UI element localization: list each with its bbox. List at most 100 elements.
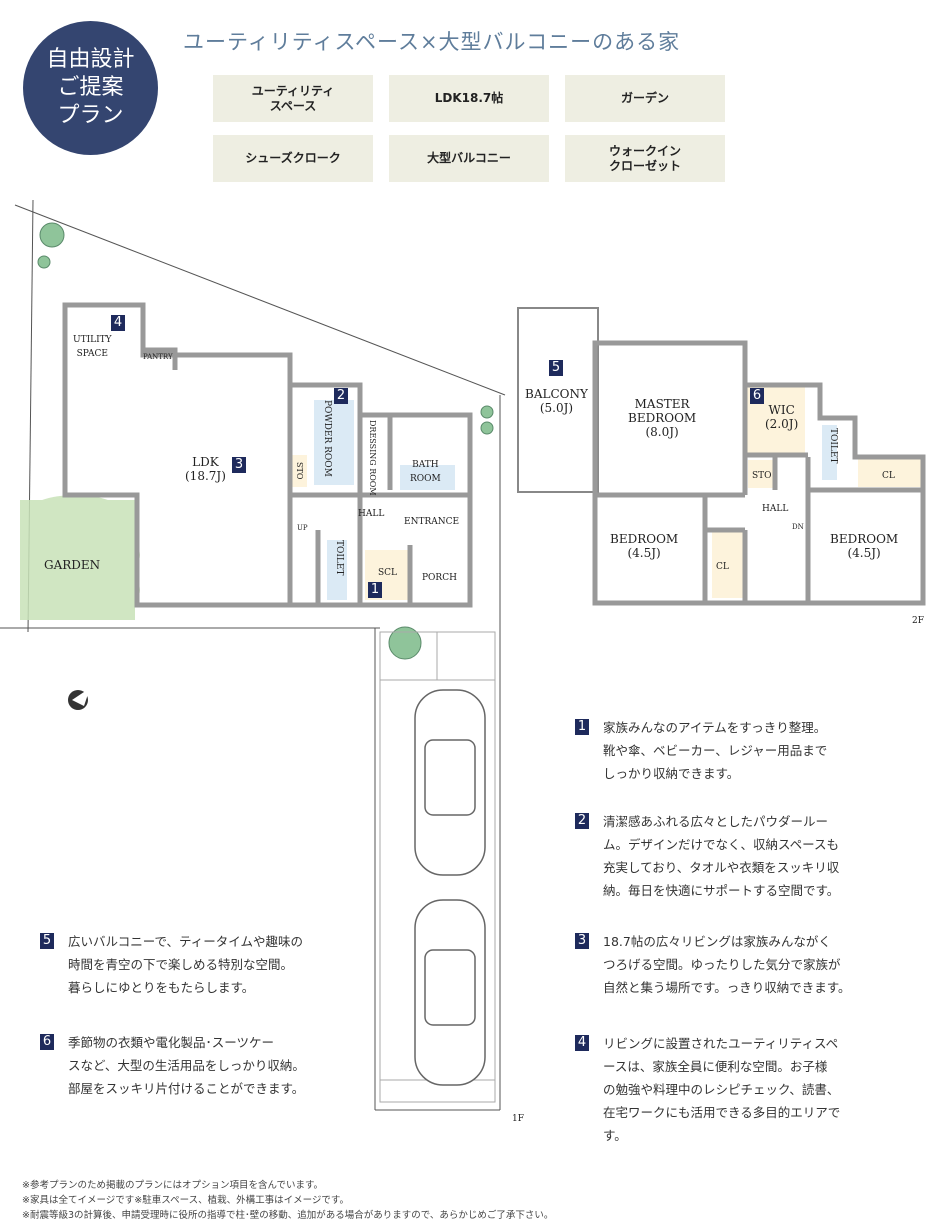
badge-line: 自由設計 bbox=[46, 47, 135, 72]
note-line: の勉強や料理中のレシピチェック、読書、 bbox=[603, 1082, 840, 1097]
walls-1f bbox=[62, 302, 473, 608]
tree-icons bbox=[37, 222, 494, 660]
room-label: WIC bbox=[768, 403, 795, 417]
room-hall-2f: HALL bbox=[762, 504, 789, 514]
note-line: 暮らしにゆとりをもたらします。 bbox=[68, 980, 255, 995]
room-bath: BATH ROOM bbox=[410, 458, 441, 486]
room-wic: WIC(2.0J) bbox=[765, 403, 798, 431]
marker-5: 5 bbox=[549, 360, 563, 376]
feature-shoes-cloak: シューズクローク bbox=[213, 135, 373, 182]
room-cl-2f-b: CL bbox=[716, 562, 729, 572]
note-line: 広いバルコニーで、ティータイムや趣味の bbox=[68, 934, 304, 949]
room-toilet-2f: TOILET bbox=[828, 428, 838, 464]
room-sto-2f: STO bbox=[752, 471, 772, 481]
note-line: スなど、大型の生活用品をしっかり収納。 bbox=[68, 1058, 305, 1073]
note-line: 18.7帖の広々リビングは家族みんながく bbox=[603, 934, 831, 949]
note-line: 自然と集う場所です。っきり収納できます。 bbox=[603, 980, 851, 995]
feature-text: ウォークイン bbox=[608, 143, 681, 158]
room-label: LDK bbox=[192, 455, 219, 469]
room-pantry: PANTRY bbox=[143, 353, 173, 361]
page-title: ユーティリティスペース×大型バルコニーのある家 bbox=[183, 30, 681, 54]
room-label: BEDROOM bbox=[830, 532, 899, 546]
room-label: (2.0J) bbox=[765, 417, 799, 431]
note-line: ム。デザインだけでなく、収納スペースも bbox=[603, 837, 840, 852]
note-number: 2 bbox=[575, 813, 589, 829]
badge-line: ご提案 bbox=[57, 75, 124, 100]
room-label: DRESSING bbox=[368, 420, 377, 466]
room-label: (18.7J) bbox=[185, 469, 226, 483]
feature-wic: ウォークインクローゼット bbox=[565, 135, 725, 182]
room-dressing: DRESSING ROOM bbox=[365, 420, 379, 496]
footnotes: ※参考プランのため掲載のプランにはオプション項目を含んでいます。 ※家具は全てイ… bbox=[22, 1178, 553, 1223]
feature-text: スペース bbox=[269, 98, 317, 113]
room-label: POWDER bbox=[322, 400, 332, 444]
room-entrance: ENTRANCE bbox=[404, 517, 460, 527]
feature-utility: ユーティリティスペース bbox=[213, 75, 373, 122]
floor-label-1f: 1F bbox=[512, 1114, 524, 1124]
marker-1: 1 bbox=[368, 582, 382, 598]
note-line: 部屋をスッキリ片付けることができます。 bbox=[68, 1081, 305, 1096]
room-label: ROOM bbox=[322, 446, 332, 477]
note-line: 在宅ワークにも活用できる多目的エリアで bbox=[603, 1105, 841, 1120]
room-label: BATH bbox=[412, 460, 439, 470]
feature-text: ガーデン bbox=[620, 91, 669, 105]
room-label: BEDROOM bbox=[628, 411, 697, 425]
feature-text: クローゼット bbox=[608, 158, 681, 173]
water-areas bbox=[314, 400, 837, 600]
compass-icon bbox=[68, 688, 90, 710]
room-label: SPACE bbox=[76, 349, 108, 359]
room-powder: POWDER ROOM bbox=[320, 400, 334, 477]
note-number: 3 bbox=[575, 933, 589, 949]
room-label: UTILITY bbox=[73, 335, 112, 345]
badge-line: プラン bbox=[57, 103, 124, 128]
room-label: (8.0J) bbox=[645, 425, 679, 439]
room-label: ROOM bbox=[410, 474, 441, 484]
note-line: しっかり収納できます。 bbox=[603, 766, 740, 781]
feature-text: ユーティリティ bbox=[251, 83, 335, 98]
footnote: ※家具は全てイメージです※駐車スペース、植栽、外構工事はイメージです。 bbox=[22, 1195, 349, 1206]
note-line: 家族みんなのアイテムをすっきり整理。 bbox=[603, 720, 827, 735]
footnote: ※耐震等級3の計算後、申請受理時に役所の指導で柱･壁の移動、追加がある場合があり… bbox=[22, 1210, 554, 1221]
marker-2: 2 bbox=[334, 388, 348, 404]
floor-label-2f: 2F bbox=[912, 616, 924, 626]
feature-ldk: LDK18.7帖 bbox=[389, 75, 549, 122]
note-number: 5 bbox=[40, 933, 54, 949]
free-design-badge: 自由設計 ご提案 プラン bbox=[23, 21, 158, 155]
note-line: つろげる空間。ゆったりした気分で家族が bbox=[603, 957, 841, 972]
room-ldk: LDK(18.7J) bbox=[185, 455, 226, 483]
marker-6: 6 bbox=[750, 388, 764, 404]
feature-text: 大型バルコニー bbox=[427, 151, 511, 165]
room-bedroom-1: BEDROOM(4.5J) bbox=[610, 532, 678, 560]
room-sto: STO bbox=[295, 462, 304, 480]
walls-2f bbox=[517, 307, 926, 606]
room-hall: HALL bbox=[358, 509, 385, 519]
note-number: 4 bbox=[575, 1035, 589, 1051]
stairs-down: DN bbox=[792, 523, 804, 531]
feature-text: LDK18.7帖 bbox=[434, 91, 504, 105]
note-line: 季節物の衣類や電化製品･スーツケー bbox=[68, 1035, 275, 1050]
feature-balcony: 大型バルコニー bbox=[389, 135, 549, 182]
room-porch: PORCH bbox=[422, 573, 457, 583]
stairs-up: UP bbox=[297, 524, 308, 532]
note-line: 納。毎日を快適にサポートする空間です。 bbox=[603, 883, 840, 898]
footnote: ※参考プランのため掲載のプランにはオプション項目を含んでいます。 bbox=[22, 1180, 324, 1191]
garden-label: GARDEN bbox=[44, 558, 101, 572]
note-4: 4 リビングに設置されたユーティリティスペースは、家族全員に便利な空間。お子様の勉… bbox=[575, 1032, 875, 1147]
marker-3: 3 bbox=[232, 457, 246, 473]
marker-4: 4 bbox=[111, 315, 125, 331]
room-label: BALCONY bbox=[525, 387, 588, 401]
note-number: 1 bbox=[575, 719, 589, 735]
note-line: 充実しており、タオルや衣類をスッキリ収 bbox=[603, 860, 840, 875]
feature-text: シューズクローク bbox=[245, 151, 341, 165]
room-label: (4.5J) bbox=[847, 546, 881, 560]
room-toilet: TOILET bbox=[334, 540, 344, 576]
room-cl-2f: CL bbox=[882, 471, 895, 481]
storage-areas bbox=[292, 385, 923, 600]
room-label: ROOM bbox=[368, 468, 377, 496]
note-line: す。 bbox=[603, 1128, 627, 1143]
garden-area bbox=[20, 495, 140, 620]
note-line: ースは、家族全員に便利な空間。お子様 bbox=[603, 1059, 828, 1074]
note-line: リビングに設置されたユーティリティスペ bbox=[603, 1036, 839, 1051]
